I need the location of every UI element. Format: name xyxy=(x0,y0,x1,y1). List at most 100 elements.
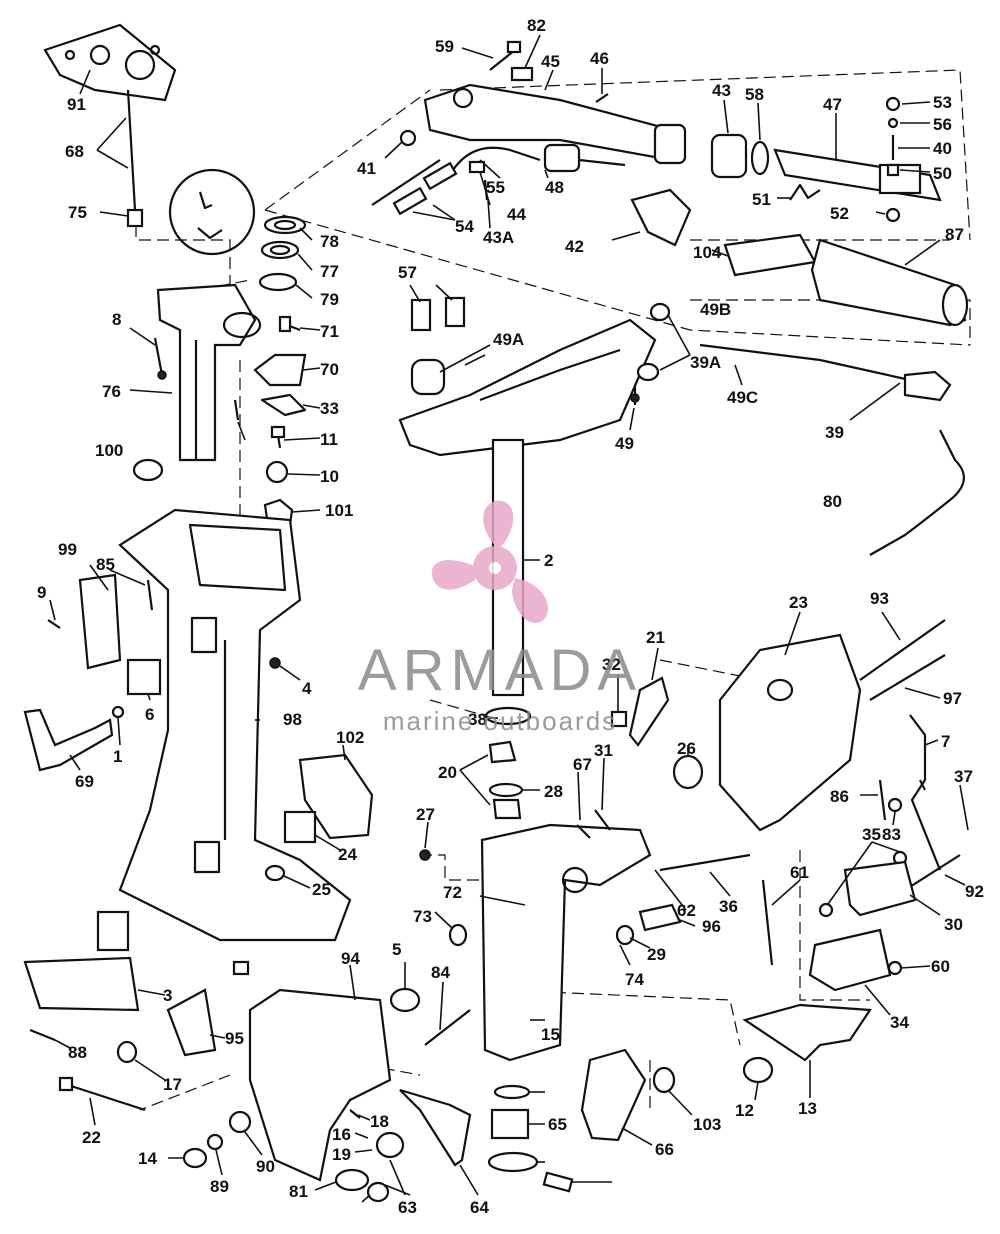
part-76-exhaust-housing xyxy=(156,283,262,462)
callout: 78 xyxy=(320,232,339,251)
callout: 97 xyxy=(943,689,962,708)
callout: 3 xyxy=(163,986,172,1005)
callout: 25 xyxy=(312,880,331,899)
part-85-pad xyxy=(126,658,162,696)
part-99-screw xyxy=(47,619,61,629)
callout: 60 xyxy=(931,957,950,976)
part-6-tiller-lever xyxy=(23,708,114,772)
part-20-spring xyxy=(878,779,887,821)
callout: 94 xyxy=(341,949,360,968)
callout: 13 xyxy=(798,1099,817,1118)
callout: 104 xyxy=(693,243,722,262)
callout: 88 xyxy=(68,1043,87,1062)
part-24-stern-bracket xyxy=(718,633,862,832)
callout: 30 xyxy=(944,915,963,934)
part-35-rod xyxy=(659,853,751,872)
part-78-seal xyxy=(263,215,307,235)
callout: 72 xyxy=(443,883,462,902)
callout: 95 xyxy=(225,1029,244,1048)
callout: 2 xyxy=(544,551,553,570)
callout: 100 xyxy=(95,441,123,460)
callout: 47 xyxy=(823,95,842,114)
callout: 10 xyxy=(320,467,339,486)
callout: 76 xyxy=(102,382,121,401)
part-2-screw xyxy=(146,579,154,611)
callout: 102 xyxy=(336,728,364,747)
part-69-screw xyxy=(269,657,281,669)
part-28-pin xyxy=(919,779,926,791)
callout: 19 xyxy=(332,1145,351,1164)
part-12-nut xyxy=(182,1147,208,1169)
callout: 59 xyxy=(435,37,454,56)
part-25-bolt xyxy=(859,619,946,681)
callout-labels: 91 68 75 78 77 79 8 71 76 70 33 11 10 10… xyxy=(37,16,984,1217)
part-56-washer xyxy=(887,117,899,129)
part-63-bracket xyxy=(580,1048,647,1142)
callout: 12 xyxy=(735,1101,754,1120)
callout: 1 xyxy=(113,747,122,766)
callout: 64 xyxy=(470,1198,489,1217)
callout: 62 xyxy=(677,901,696,920)
part-103-ring xyxy=(742,1056,774,1084)
part-41-cable xyxy=(449,146,541,176)
callout: 7 xyxy=(941,732,950,751)
callout: 99 xyxy=(58,540,77,559)
part-5-clamp-pad xyxy=(23,956,140,1012)
callout: 41 xyxy=(357,159,376,178)
part-32-washer xyxy=(484,706,532,726)
callout: 57 xyxy=(398,263,417,282)
callout: 86 xyxy=(830,787,849,806)
part-53b-nut xyxy=(885,207,901,223)
leader-lines xyxy=(49,34,969,1203)
part-97-screw xyxy=(232,960,250,976)
part-82-clip xyxy=(510,66,534,82)
callout: 26 xyxy=(677,739,696,758)
callout: 66 xyxy=(655,1140,674,1159)
part-66-bushing xyxy=(490,1108,530,1140)
callout: 54 xyxy=(455,217,474,236)
part-90-nut xyxy=(366,1181,390,1203)
part-steering-bracket xyxy=(398,318,657,457)
part-86-nut xyxy=(887,797,903,813)
callout: 69 xyxy=(75,772,94,791)
callout: 50 xyxy=(933,164,952,183)
part-43-bearing xyxy=(710,133,748,179)
part-51-sleeves xyxy=(371,159,458,216)
part-68-rod xyxy=(126,89,137,211)
callout: 49B xyxy=(700,300,731,319)
part-47-shaft xyxy=(773,148,942,202)
part-17-screw xyxy=(349,1109,361,1119)
callout: 49A xyxy=(493,330,524,349)
part-95-bushing xyxy=(116,1040,138,1064)
callout: 90 xyxy=(256,1157,275,1176)
part-67-oring xyxy=(488,782,524,798)
part-19-tilt-lever xyxy=(399,1088,472,1167)
callout: 9 xyxy=(37,583,46,602)
part-93-link xyxy=(628,676,670,747)
callout: 36 xyxy=(719,897,738,916)
callout: 43 xyxy=(712,81,731,100)
callout: 85 xyxy=(96,555,115,574)
callout: 8 xyxy=(112,310,121,329)
part-75-bushing xyxy=(126,208,144,228)
part-62-spring xyxy=(761,879,774,966)
part-71-screw xyxy=(278,315,301,333)
part-64-spring xyxy=(652,1066,676,1094)
callout: 33 xyxy=(320,399,339,418)
part-98-pad xyxy=(283,810,317,844)
callout: 39A xyxy=(690,353,721,372)
callout: 44 xyxy=(507,205,526,224)
part-10-grommet xyxy=(265,460,289,484)
part-16-washer xyxy=(375,1131,405,1159)
part-74-washer xyxy=(887,960,903,976)
part-39A-screw xyxy=(630,385,640,405)
part-swivel-bracket xyxy=(480,823,652,1062)
callout: 43A xyxy=(483,228,514,247)
part-49C-lanyard xyxy=(869,429,965,556)
part-8b-screw xyxy=(233,399,240,421)
part-79-oring xyxy=(258,272,298,292)
part-57-washers xyxy=(636,302,671,382)
part-91-gasket xyxy=(43,23,177,102)
watermark: ARMADA marine outboards xyxy=(358,500,636,736)
